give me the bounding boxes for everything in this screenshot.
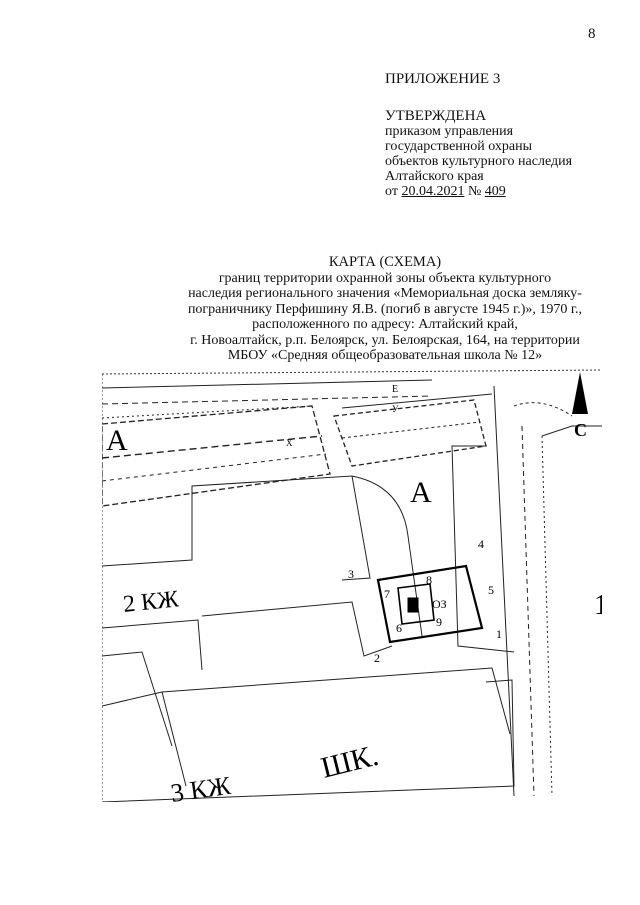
- approval-line: государственной охраны: [385, 139, 533, 154]
- date-prefix: от: [385, 184, 398, 199]
- point-label-5: 5: [488, 583, 494, 597]
- point-label-9: 9: [436, 615, 442, 629]
- point-label-3: 3: [348, 567, 354, 581]
- map-title-line: границ территории охранной зоны объекта …: [218, 270, 552, 286]
- zone-label-right-edge: 1: [594, 590, 602, 621]
- north-label: С: [574, 420, 587, 440]
- point-label-8: 8: [426, 573, 432, 587]
- zone-label-a-center: А: [410, 476, 432, 509]
- map-svg: А А 1 2 КЖ 3 КЖ ШК. ОЗ 1 2 3 4 5 6: [101, 369, 608, 808]
- map-heading: КАРТА (СХЕМА): [328, 254, 442, 270]
- buildings: [101, 475, 515, 803]
- approval-date-line: от 20.04.2021 № 409: [385, 184, 572, 199]
- map-title-line: МБОУ «Средняя общеобразовательная школа …: [227, 348, 543, 363]
- zone-label-2kzh: 2 КЖ: [122, 586, 180, 618]
- edge-mark-x: Х: [286, 438, 293, 448]
- map-scheme: А А 1 2 КЖ 3 КЖ ШК. ОЗ 1 2 3 4 5 6: [101, 366, 608, 808]
- appendix-title: ПРИЛОЖЕНИЕ 3: [385, 71, 501, 87]
- point-label-2: 2: [374, 651, 380, 665]
- parcel-a-center: [333, 399, 487, 467]
- map-title-line: г. Новоалтайск, р.п. Белоярск, ул. Белоя…: [190, 332, 580, 348]
- zone-code: ОЗ: [432, 597, 447, 611]
- page-number: 8: [588, 26, 596, 42]
- point-label-6: 6: [396, 621, 402, 635]
- approval-line: приказом управления: [385, 124, 514, 139]
- zone-label-a-left: А: [106, 424, 128, 457]
- parcel-a-top-left: [101, 405, 331, 507]
- map-title-line: расположенного по адресу: Алтайский край…: [252, 317, 518, 332]
- approval-line: Алтайского края: [385, 169, 484, 184]
- point-label-4: 4: [478, 537, 484, 551]
- protection-zone: [376, 564, 484, 644]
- north-arrow-icon: [572, 372, 588, 414]
- zone-label-shk: ШК.: [318, 739, 382, 785]
- approval-line: объектов культурного наследия: [385, 154, 573, 169]
- approval-number: 409: [484, 184, 506, 199]
- map-title-line: пограничнику Перфишину Я.В. (погиб в авг…: [187, 301, 583, 317]
- zone-label-3kzh: 3 КЖ: [169, 771, 233, 802]
- edge-mark-u: У: [392, 404, 399, 414]
- map-border-top: [101, 369, 603, 375]
- map-title-block: КАРТА (СХЕМА) границ территории охранной…: [100, 254, 640, 364]
- parcel-right: [451, 385, 602, 797]
- edge-mark-e: Е: [392, 384, 398, 395]
- point-label-1: 1: [496, 627, 502, 641]
- map-title-line: наследия регионального значения «Мемориа…: [188, 286, 582, 301]
- approval-date: 20.04.2021: [401, 184, 465, 199]
- point-label-7: 7: [384, 587, 390, 601]
- number-sign: №: [467, 184, 482, 199]
- approval-block: ПРИЛОЖЕНИЕ 3 УТВЕРЖДЕНА приказом управле…: [385, 71, 573, 200]
- road-strip-top: [101, 379, 493, 419]
- approved-label: УТВЕРЖДЕНА: [385, 108, 487, 124]
